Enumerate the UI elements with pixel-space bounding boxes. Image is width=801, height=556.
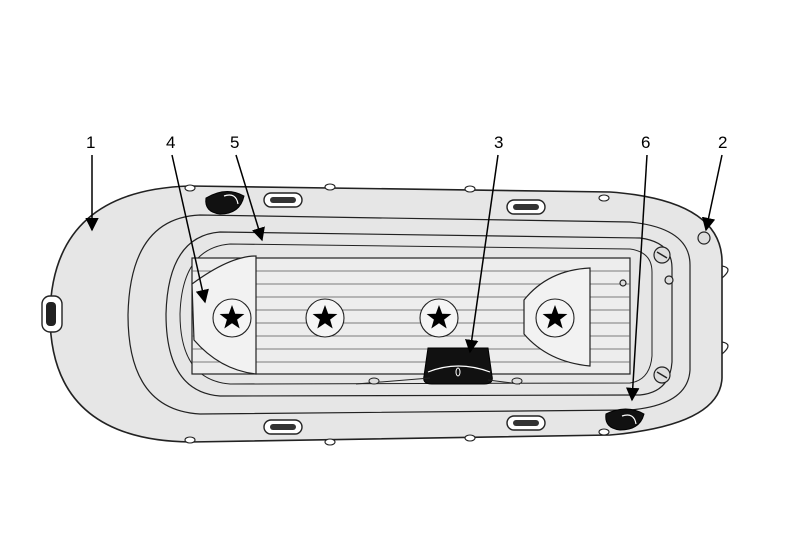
- tube-inner-line: [127, 214, 691, 415]
- callout-arrows: [85, 154, 723, 402]
- handles-top: [263, 192, 546, 215]
- callout-label: 3: [494, 133, 503, 152]
- handles-bottom: [263, 415, 546, 435]
- callout-label: 4: [166, 133, 175, 152]
- rope-clips: [184, 183, 610, 446]
- floor-inner-edge: [179, 243, 653, 385]
- arrow-6: [626, 154, 648, 402]
- d-rings: [721, 265, 729, 355]
- valve-slots: [656, 251, 668, 379]
- arrow-5: [235, 154, 265, 242]
- center-bag: [423, 347, 493, 385]
- callout-labels: 1 2 3 4 5 6: [86, 133, 727, 152]
- arrow-2: [701, 154, 723, 232]
- callout-label: 6: [641, 133, 650, 152]
- callout-label: 1: [86, 133, 95, 152]
- arrow-4: [171, 154, 209, 304]
- star-markers: [212, 298, 575, 338]
- oarlock-bottom: [605, 408, 645, 431]
- callout-label: 2: [718, 133, 727, 152]
- callout-label: 5: [230, 133, 239, 152]
- bow-handle: [41, 295, 63, 333]
- rope-grommets: [368, 377, 523, 385]
- oarlock-top: [205, 191, 245, 215]
- arrow-3: [465, 154, 499, 354]
